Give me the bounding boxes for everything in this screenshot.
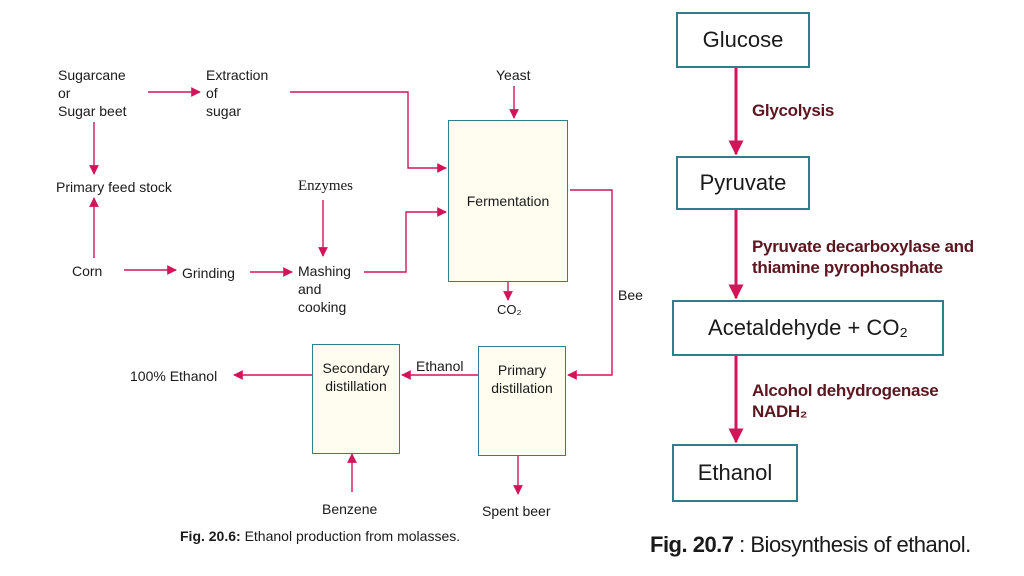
arrow-mashing-to-fermentation xyxy=(364,207,447,273)
node-sugarcane: Sugarcane or Sugar beet xyxy=(58,67,127,119)
fig6-caption-number: Fig. 20.6: xyxy=(180,528,241,544)
node-spent-beer: Spent beer xyxy=(482,503,551,519)
node-corn: Corn xyxy=(72,263,103,279)
node-benzene: Benzene xyxy=(322,501,378,517)
primary-distillation-label: Primary distillation xyxy=(491,362,553,396)
step-ethanol: Ethanol xyxy=(672,444,798,502)
node-grinding: Grinding xyxy=(182,265,235,281)
label-glycolysis: Glycolysis xyxy=(752,101,835,120)
fig7-caption-number: Fig. 20.7 xyxy=(650,532,734,557)
node-primary-feed-stock: Primary feed stock xyxy=(56,179,172,195)
arrow-fermentation-to-primary-distillation xyxy=(567,189,613,380)
node-100-ethanol: 100% Ethanol xyxy=(130,368,218,384)
node-enzymes: Enzymes xyxy=(298,178,353,194)
primary-distillation-box: Primary distillation xyxy=(478,346,566,456)
node-yeast: Yeast xyxy=(496,67,531,83)
label-pyruvate-decarboxylase: Pyruvate decarboxylase and thiamine pyro… xyxy=(752,237,974,277)
secondary-distillation-box: Secondary distillation xyxy=(312,344,400,454)
node-extraction: Extraction of sugar xyxy=(206,67,269,119)
label-alcohol-dehydrogenase: Alcohol dehydrogenase NADH₂ xyxy=(752,381,939,421)
node-co2: CO₂ xyxy=(497,302,522,317)
fig7-caption-text: : Biosynthesis of ethanol. xyxy=(733,532,971,557)
fig6-caption-text: Ethanol production from molasses. xyxy=(240,528,461,544)
arrow-extraction-to-fermentation xyxy=(290,91,447,173)
step-glucose: Glucose xyxy=(676,12,810,68)
node-bee: Bee xyxy=(618,287,643,303)
fig6-caption: Fig. 20.6: Ethanol production from molas… xyxy=(180,528,460,544)
fermentation-box: Fermentation xyxy=(448,120,568,282)
node-mashing: Mashing and cooking xyxy=(298,263,351,315)
secondary-distillation-label: Secondary distillation xyxy=(322,360,390,394)
node-ethanol-label: Ethanol xyxy=(416,358,464,374)
step-pyruvate: Pyruvate xyxy=(676,156,810,210)
fig7-caption: Fig. 20.7 : Biosynthesis of ethanol. xyxy=(650,532,971,558)
fermentation-label: Fermentation xyxy=(466,193,550,209)
step-acetaldehyde-co2: Acetaldehyde + CO₂ xyxy=(672,300,944,356)
